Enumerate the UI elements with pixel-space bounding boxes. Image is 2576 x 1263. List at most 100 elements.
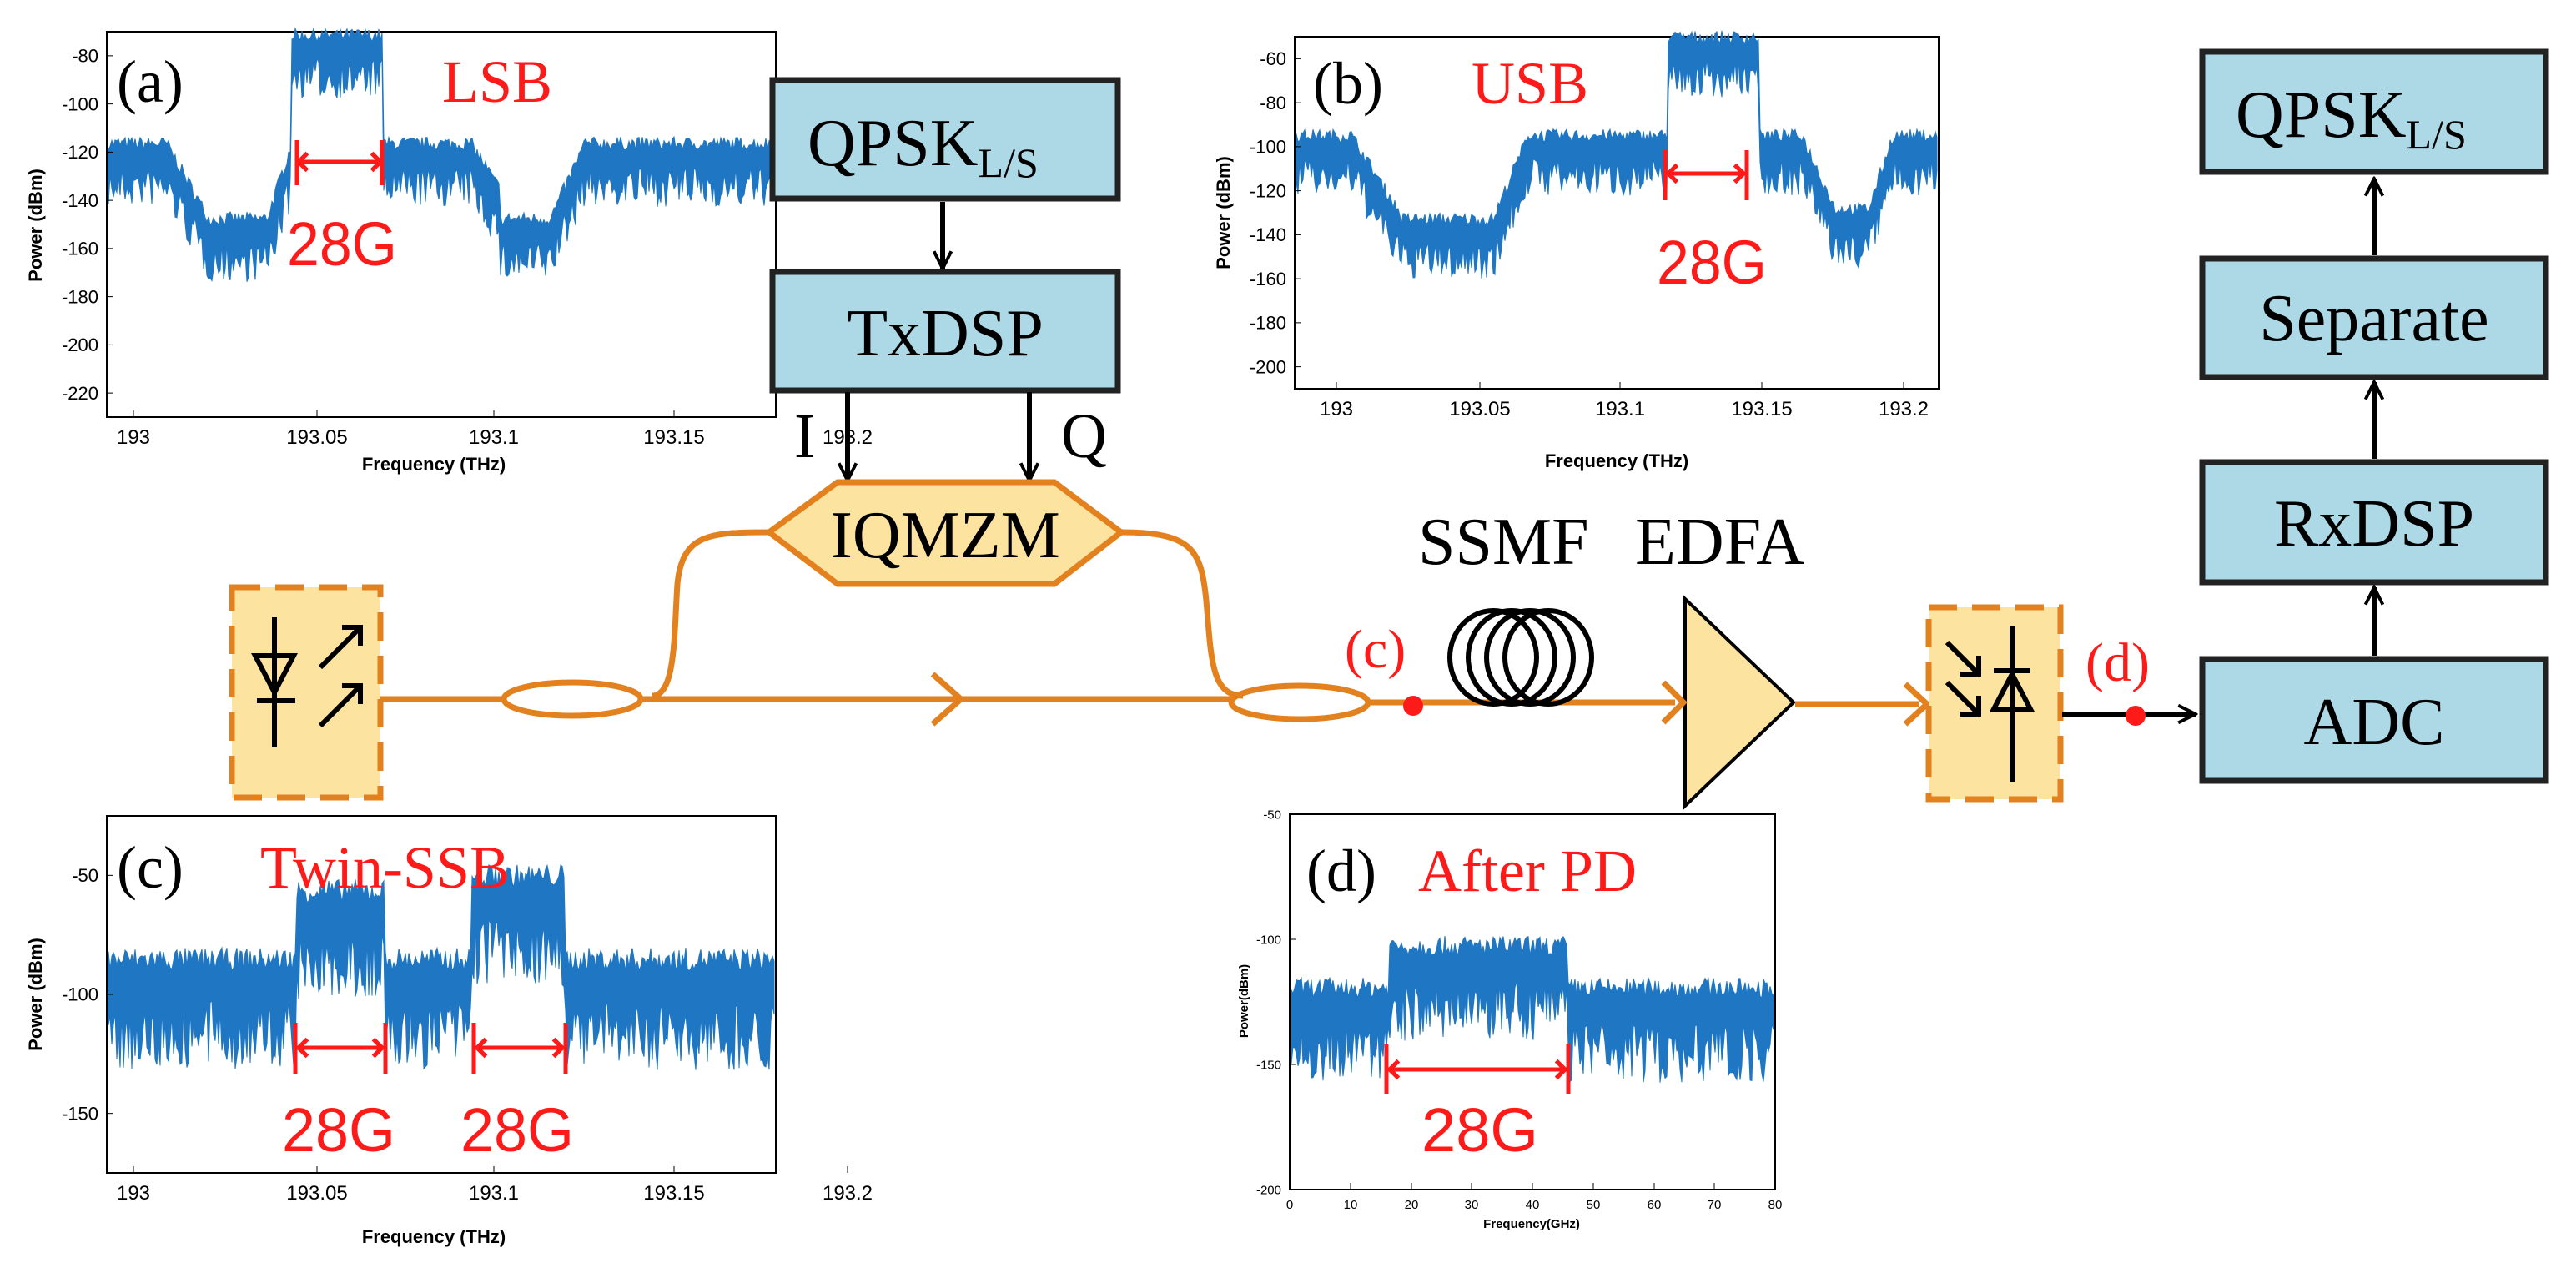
- x-tick-label: 0: [1286, 1198, 1293, 1212]
- tx-qpsk-label: QPSKL/S: [808, 107, 1039, 186]
- y-tick-label: -180: [62, 286, 98, 307]
- panel-title-c: Twin-SSB: [260, 834, 510, 901]
- x-axis-label-d: Frequency(GHz): [1483, 1217, 1580, 1231]
- y-tick-label: -160: [1250, 269, 1286, 289]
- iqmzm-shape: [764, 479, 1126, 587]
- point-label-c: (c): [1345, 619, 1406, 680]
- coupler-left: [501, 679, 644, 719]
- txdsp-box: [769, 269, 1121, 394]
- iqmzm-label: IQMZM: [830, 499, 1060, 572]
- y-ticks-d: -50-100-150-200: [1256, 808, 1296, 1197]
- adc-box: [2199, 656, 2549, 784]
- edfa-input-arrow: [1661, 680, 1688, 725]
- label-q: Q: [1061, 401, 1107, 471]
- separate-box: [2199, 255, 2549, 380]
- y-tick-label: -150: [1256, 1058, 1281, 1072]
- y-tick-label: -200: [1256, 1183, 1281, 1197]
- adc-label: ADC: [2304, 686, 2445, 759]
- rx-qpsk-box: [2199, 48, 2549, 175]
- measure-point-c: [1403, 696, 1423, 716]
- x-tick-label: 30: [1465, 1198, 1479, 1212]
- y-tick-label: -150: [62, 1103, 98, 1124]
- amplifier-icon: [1683, 595, 1796, 810]
- x-tick-label: 193.15: [1731, 398, 1792, 420]
- x-tick-label: 193.2: [1879, 398, 1929, 420]
- panel-tag-b: (b): [1313, 50, 1383, 117]
- x-ticks-b: 193 193.05 193.1 193.15 193.2: [1320, 382, 1929, 420]
- x-tick-label: 193.05: [286, 1182, 347, 1205]
- panel-tag-c: (c): [117, 834, 184, 901]
- rx-qpsk-sub: L/S: [2407, 111, 2467, 158]
- panel-title-d: After PD: [1418, 838, 1637, 904]
- bandwidth-label-c1: 28G: [282, 1095, 395, 1165]
- y-tick-label: -100: [62, 93, 98, 114]
- x-axis-label-a: Frequency (THz): [362, 454, 506, 475]
- x-tick-label: 193: [1320, 398, 1353, 420]
- x-tick-label: 70: [1708, 1198, 1722, 1212]
- photodetector-icon: [1925, 604, 2064, 803]
- txdsp-block: TxDSP: [769, 269, 1121, 394]
- y-tick-label: -100: [1250, 137, 1286, 158]
- y-axis-label-c: Power (dBm): [25, 938, 46, 1051]
- x-axis-label-c: Frequency (THz): [362, 1226, 506, 1247]
- x-tick-label: 193: [117, 426, 150, 449]
- y-axis-label-b: Power (dBm): [1213, 156, 1234, 269]
- txdsp-label: TxDSP: [847, 297, 1044, 370]
- x-tick-label: 193.1: [1595, 398, 1645, 420]
- y-ticks-c: -50 -100 -150: [62, 865, 113, 1124]
- y-tick-label: -50: [72, 865, 98, 886]
- x-tick-label: 193.1: [469, 1182, 519, 1205]
- rx-qpsk-block: QPSKL/S: [2199, 48, 2549, 175]
- y-tick-label: -220: [62, 383, 98, 404]
- coupler-right: [1228, 682, 1371, 722]
- iqmzm-modulator: IQMZM: [764, 479, 1126, 587]
- x-tick-label: 193.05: [1449, 398, 1510, 420]
- y-ticks-a: -80-100-120-140-160-180-200-220: [62, 46, 113, 404]
- y-tick-label: -50: [1263, 808, 1281, 822]
- x-tick-label: 40: [1526, 1198, 1540, 1212]
- tx-qpsk-box: [769, 77, 1121, 202]
- bandwidth-label-b: 28G: [1657, 228, 1767, 297]
- y-tick-label: -120: [1250, 180, 1286, 201]
- y-tick-label: -180: [1250, 313, 1286, 334]
- y-ticks-b: -60-80-100-120-140-160-180-200: [1250, 48, 1301, 377]
- point-label-d: (d): [2085, 632, 2150, 693]
- y-tick-label: -80: [72, 46, 98, 67]
- x-tick-label: 50: [1587, 1198, 1601, 1212]
- ssmf-label: SSMF: [1418, 506, 1589, 579]
- measure-point-d: [2126, 706, 2146, 726]
- tx-qpsk-sub: L/S: [979, 139, 1039, 186]
- x-tick-label: 193.15: [643, 1182, 704, 1205]
- y-tick-label: -200: [62, 335, 98, 355]
- bandwidth-label-a: 28G: [287, 209, 397, 279]
- tx-qpsk-block: QPSKL/S: [769, 77, 1121, 202]
- spectrum-trace-c: [108, 864, 775, 1070]
- separate-label: Separate: [2259, 282, 2488, 355]
- panel-title-b: USB: [1472, 50, 1588, 117]
- y-axis-label-a: Power (dBm): [25, 169, 46, 282]
- y-tick-label: -100: [62, 984, 98, 1005]
- y-tick-label: -80: [1260, 93, 1286, 113]
- pd-input-arrow: [1903, 682, 1932, 727]
- y-tick-label: -160: [62, 239, 98, 259]
- separate-block: Separate: [2199, 255, 2549, 380]
- y-tick-label: -140: [62, 190, 98, 211]
- tx-qpsk-main: QPSK: [808, 107, 979, 180]
- x-tick-label: 80: [1768, 1198, 1783, 1212]
- y-tick-label: -60: [1260, 48, 1286, 69]
- x-tick-label: 20: [1405, 1198, 1419, 1212]
- rxdsp-block: RxDSP: [2199, 459, 2549, 586]
- adc-block: ADC: [2199, 656, 2549, 784]
- x-axis-label-b: Frequency (THz): [1545, 450, 1688, 471]
- x-tick-label: 193.2: [823, 1182, 873, 1205]
- fiber-path-upper-arm: [652, 529, 1244, 699]
- x-tick-label: 60: [1648, 1198, 1662, 1212]
- bandwidth-label-c2: 28G: [460, 1095, 574, 1165]
- fiber-direction-arrow: [930, 672, 966, 727]
- label-i: I: [794, 401, 815, 471]
- spectrum-trace-b: [1296, 30, 1938, 279]
